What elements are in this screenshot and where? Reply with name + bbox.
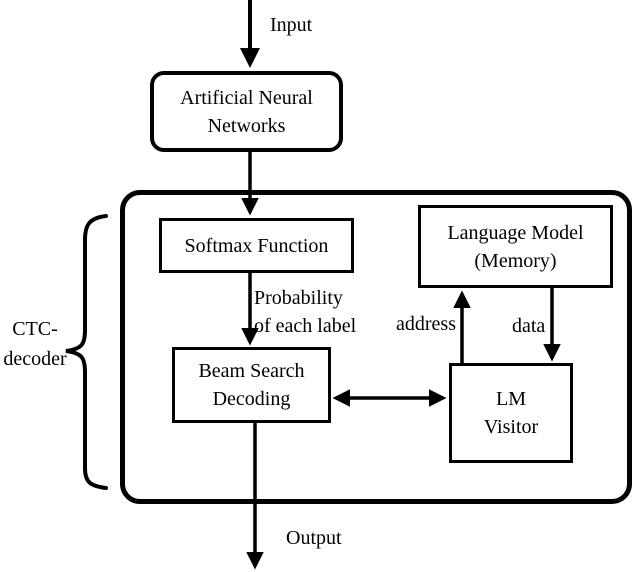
beam-label-line1: Beam Search: [198, 360, 305, 382]
ann-label-line2: Networks: [207, 114, 286, 137]
language-model-box: Language Model (Memory): [418, 205, 613, 288]
language-model-label-line2: (Memory): [474, 249, 557, 272]
language-model-label-line1: Language Model: [447, 221, 584, 244]
softmax-function-box: Softmax Function: [159, 218, 354, 273]
probability-label-line1: Probability: [254, 287, 343, 309]
output-label: Output: [286, 527, 342, 549]
data-label: data: [512, 315, 546, 337]
beam-search-decoding-box: Beam Search Decoding: [172, 347, 331, 423]
ctc-label-line2: decoder: [3, 348, 67, 370]
lm-visitor-box: LM Visitor: [449, 363, 573, 463]
artificial-neural-networks-box: Artificial Neural Networks: [150, 71, 343, 152]
ctc-decoder-group-label: CTC- decoder: [0, 314, 70, 374]
lm-visitor-label-line2: Visitor: [483, 416, 539, 438]
softmax-label: Softmax Function: [184, 234, 329, 257]
address-label: address: [396, 313, 456, 335]
ann-label-line1: Artificial Neural: [180, 86, 313, 109]
probability-label: Probability of each label: [254, 284, 356, 340]
lm-visitor-label-line1: LM: [496, 388, 526, 410]
probability-label-line2: of each label: [254, 315, 357, 337]
input-label: Input: [270, 14, 313, 36]
ctc-label-line1: CTC-: [12, 318, 58, 340]
beam-label-line2: Decoding: [212, 388, 291, 410]
ctc-decoder-brace: [65, 214, 108, 490]
